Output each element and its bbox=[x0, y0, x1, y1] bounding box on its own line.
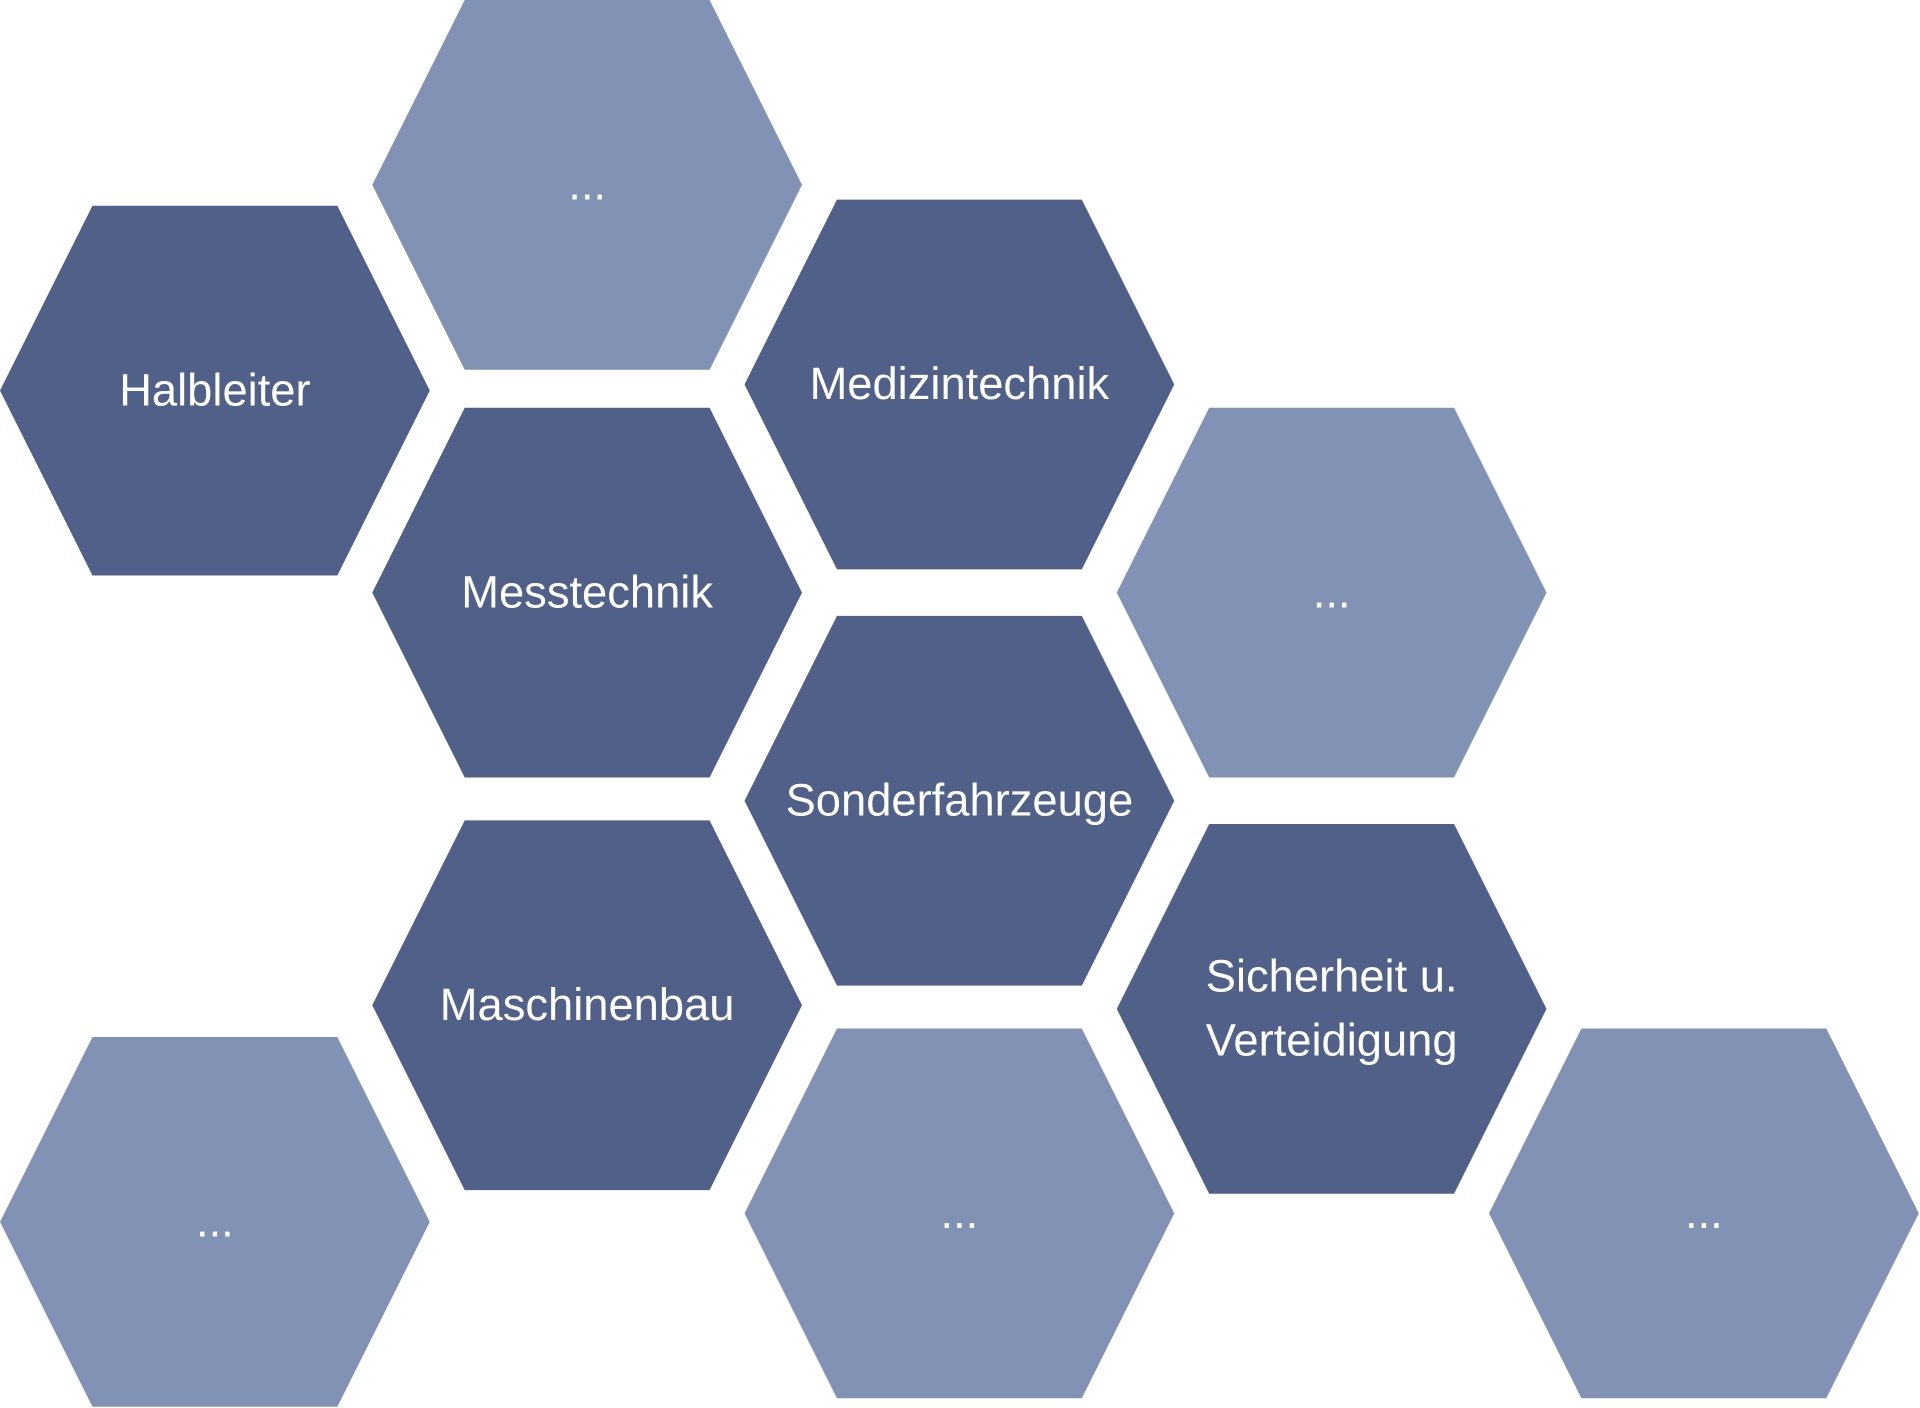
hexagon-messtechnik: Messtechnik bbox=[372, 407, 803, 778]
hexagon-label: Messtechnik bbox=[461, 566, 713, 617]
hexagon-label: Halbleiter bbox=[119, 364, 310, 415]
hexagon-label: ... bbox=[568, 159, 606, 210]
hexagon-shape bbox=[1488, 1028, 1919, 1399]
hexagon-sicherheit-u-verteidigung: Sicherheit u. Verteidigung bbox=[1116, 823, 1547, 1194]
hexagon-label: Medizintechnik bbox=[810, 358, 1110, 409]
hexagon-label: Sicherheit u. bbox=[1206, 951, 1458, 1002]
hexagon-label: ... bbox=[196, 1196, 234, 1247]
hexagon-shape bbox=[1116, 407, 1547, 778]
hexagon-placeholder: ... bbox=[1116, 407, 1547, 778]
hexagon-shape bbox=[744, 1028, 1175, 1399]
hexagon-placeholder: ... bbox=[0, 1037, 430, 1407]
hexagon-placeholder: ... bbox=[1488, 1028, 1919, 1399]
hexagon-shape bbox=[372, 0, 803, 370]
hexagon-shape bbox=[0, 205, 430, 576]
hexagon-shape bbox=[1116, 823, 1547, 1194]
hexagon-maschinenbau: Maschinenbau bbox=[372, 820, 803, 1191]
hexagon-label: ... bbox=[1685, 1187, 1723, 1238]
hexagon-halbleiter: Halbleiter bbox=[0, 205, 430, 576]
hexagon-label: ... bbox=[1313, 566, 1351, 617]
hexagon-shape bbox=[744, 615, 1175, 986]
hexagon-label: Verteidigung bbox=[1206, 1014, 1458, 1065]
hexagon-medizintechnik: Medizintechnik bbox=[744, 199, 1175, 570]
hexagon-label: Sonderfahrzeuge bbox=[786, 774, 1134, 825]
hexagon-label: ... bbox=[941, 1187, 979, 1238]
hexagon-sonderfahrzeuge: Sonderfahrzeuge bbox=[744, 615, 1175, 986]
hexagon-shape bbox=[372, 820, 803, 1191]
hexagon-placeholder: ... bbox=[744, 1028, 1175, 1399]
hexagon-shape bbox=[744, 199, 1175, 570]
hexagon-shape bbox=[372, 407, 803, 778]
hexagon-placeholder: ... bbox=[372, 0, 803, 370]
hexagon-label: Maschinenbau bbox=[440, 979, 735, 1030]
hexagon-shape bbox=[0, 1037, 430, 1407]
